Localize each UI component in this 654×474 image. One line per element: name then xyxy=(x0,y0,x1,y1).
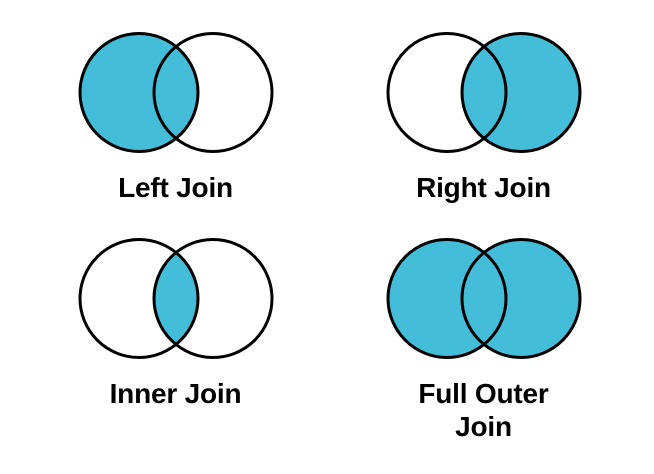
venn-cell-full-outer-join: Full Outer Join xyxy=(320,232,647,443)
left-circle-outline xyxy=(386,238,507,359)
intersection-fill xyxy=(461,33,506,152)
venn-cell-right-join: Right Join xyxy=(320,26,647,204)
left-circle-outline xyxy=(386,32,507,153)
right-circle-outline xyxy=(460,32,581,153)
intersection-fill xyxy=(153,33,198,152)
right-circle-outline xyxy=(152,32,273,153)
right-circle-outline xyxy=(460,238,581,359)
venn-label-full-outer-join: Full Outer Join xyxy=(418,378,549,443)
venn-figure-full-outer-join xyxy=(386,238,581,359)
venn-figure-left-join xyxy=(78,32,273,153)
left-circle-outline xyxy=(78,238,199,359)
right-circle-outline xyxy=(152,238,273,359)
venn-cell-inner-join: Inner Join xyxy=(12,232,339,410)
venn-label-inner-join: Inner Join xyxy=(109,378,242,409)
intersection-fill xyxy=(153,239,198,358)
right-circle-fill xyxy=(461,239,580,358)
left-circle-outline xyxy=(78,32,199,153)
venn-label-left-join: Left Join xyxy=(118,172,233,203)
venn-figure-right-join xyxy=(386,32,581,153)
venn-figure-inner-join xyxy=(78,238,273,359)
venn-cell-left-join: Left Join xyxy=(12,26,339,204)
venn-label-right-join: Right Join xyxy=(416,172,551,203)
